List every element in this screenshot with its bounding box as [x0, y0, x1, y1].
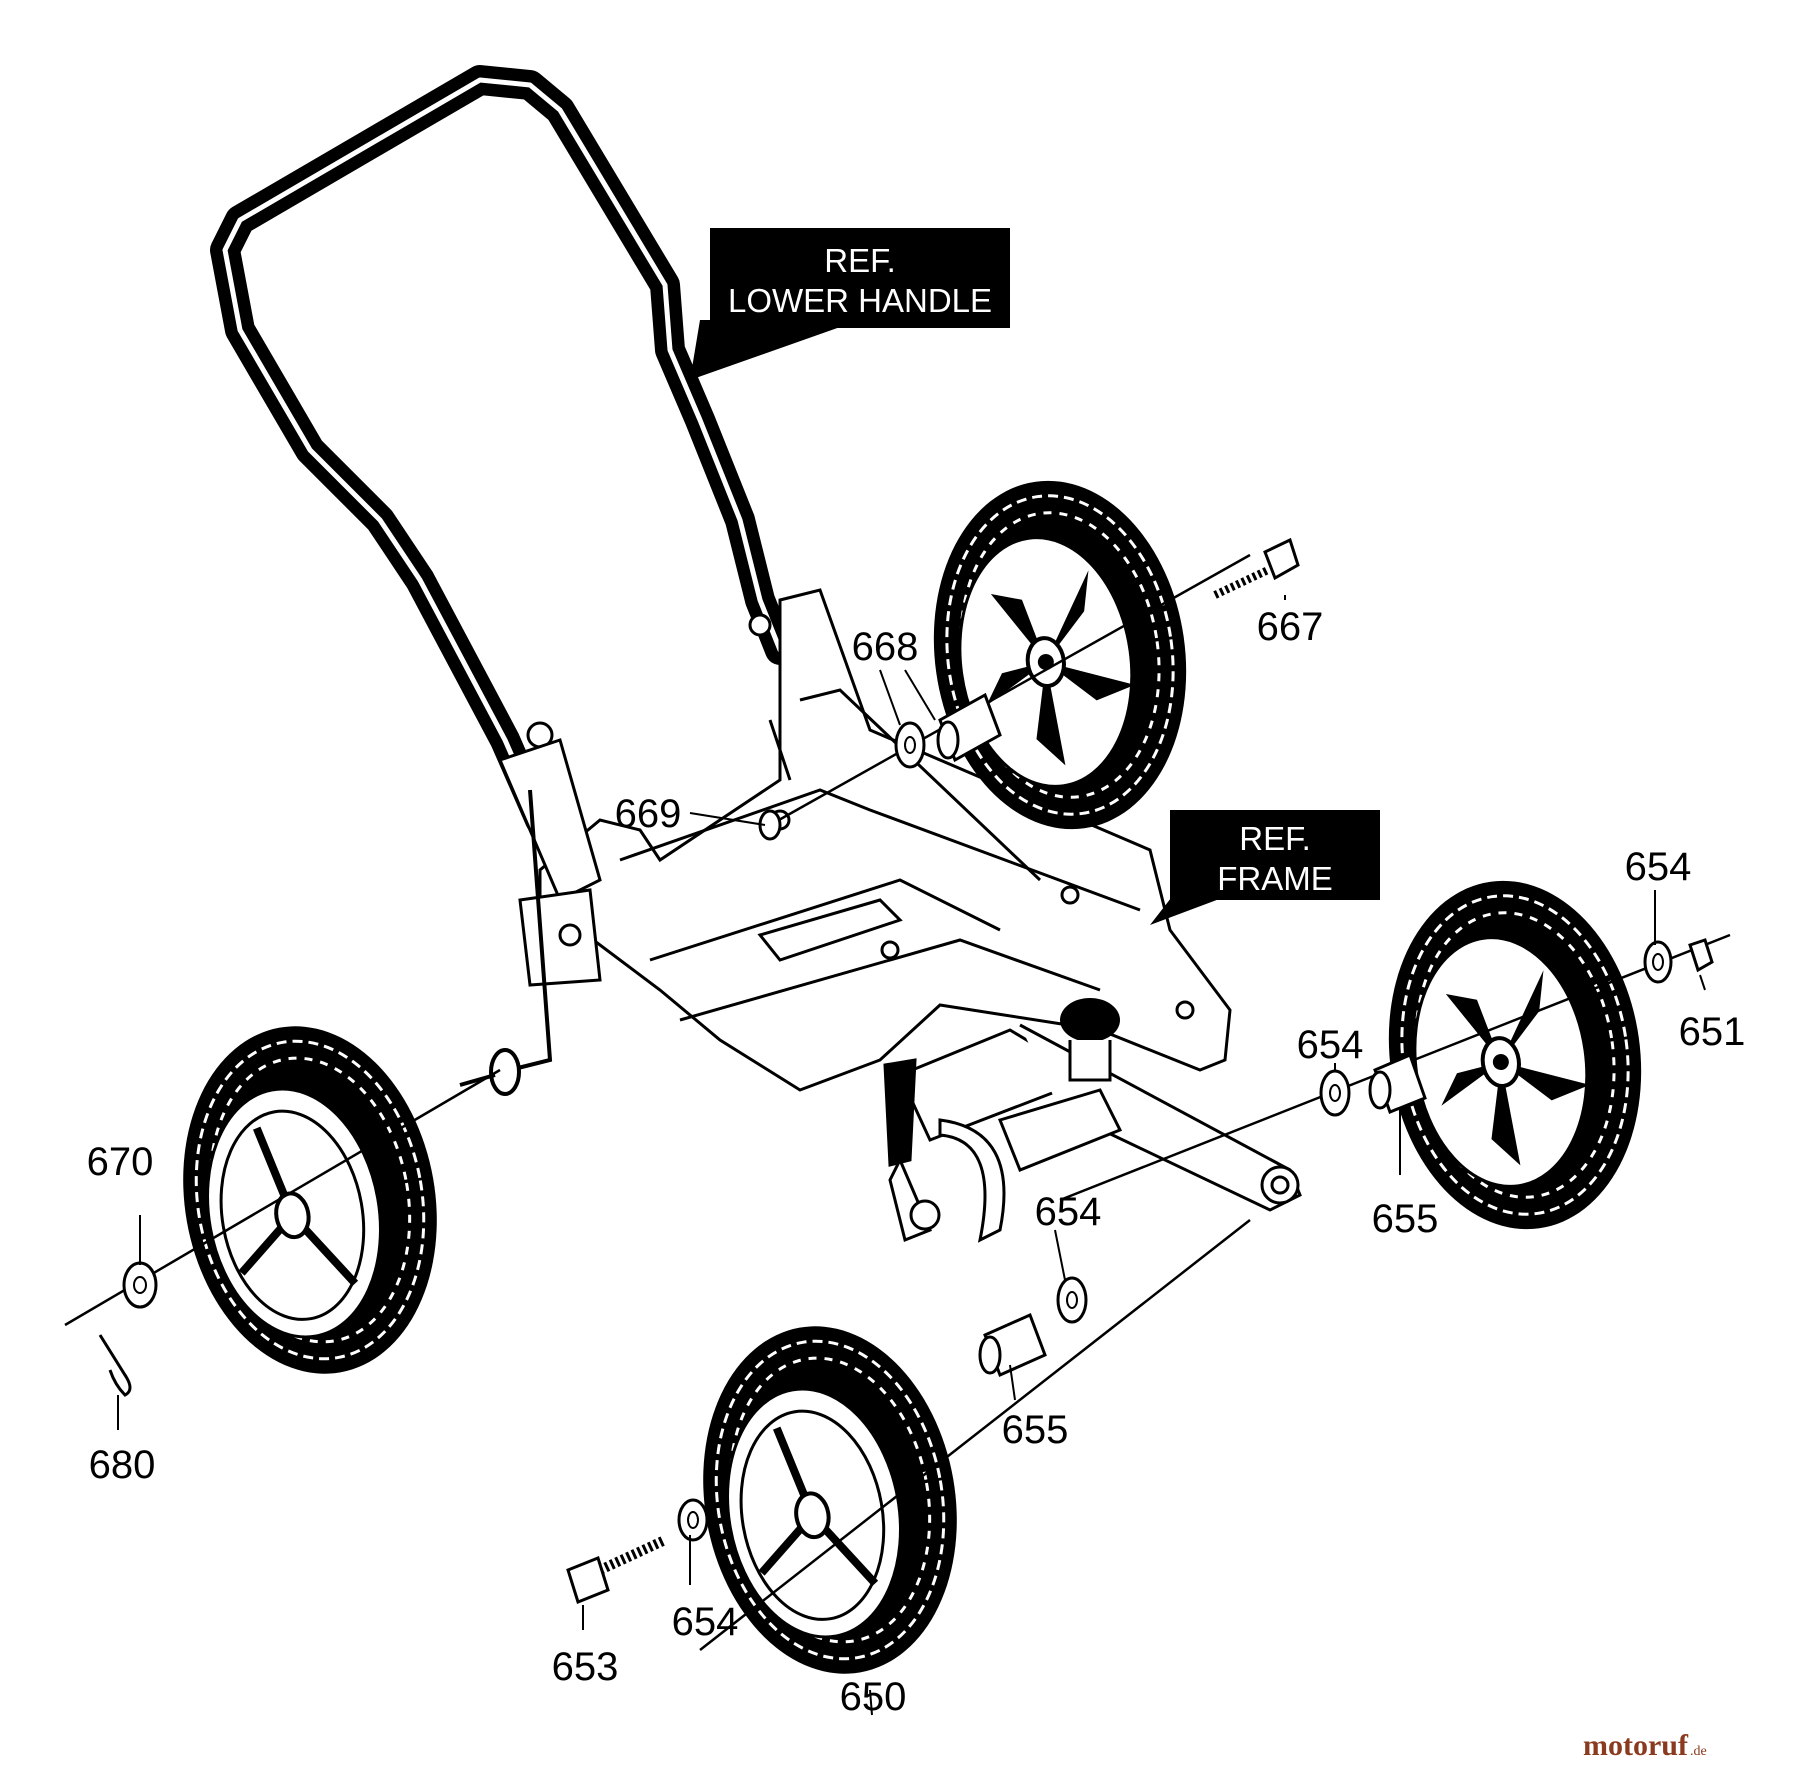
part-label-667: 667 [1257, 605, 1324, 649]
part-label-654-top: 654 [1625, 845, 1692, 889]
callout-frame-line2: FRAME [1217, 860, 1333, 897]
callout-lower-handle: REF. LOWER HANDLE [690, 228, 1010, 380]
part-number-labels: 667 668 669 654 651 654 655 654 670 680 … [87, 605, 1746, 1719]
part-label-668: 668 [852, 625, 919, 669]
part-label-651: 651 [1679, 1010, 1746, 1054]
part-label-654-mid: 654 [1297, 1023, 1364, 1067]
part-label-670: 670 [87, 1140, 154, 1184]
part-label-680: 680 [89, 1443, 156, 1487]
watermark-main: motoruf [1583, 1729, 1689, 1762]
part-label-669: 669 [615, 792, 682, 836]
hardware [64, 537, 1731, 1651]
part-label-655-right: 655 [1372, 1197, 1439, 1241]
height-adjuster [883, 1058, 1123, 1243]
callout-lower-handle-line1: REF. [824, 242, 896, 279]
watermark-suffix: .de [1690, 1744, 1707, 1759]
adjustment-knob [1060, 998, 1120, 1082]
watermark-logo: motoruf .de [1583, 1729, 1707, 1762]
callout-frame-line1: REF. [1239, 820, 1311, 857]
part-label-654-bottom: 654 [672, 1600, 739, 1644]
leader-lines [117, 595, 1706, 1716]
callout-lower-handle-line2: LOWER HANDLE [728, 282, 992, 319]
wheel-rear-left [157, 1006, 464, 1394]
lower-handle [210, 65, 807, 835]
part-label-654-center: 654 [1035, 1190, 1102, 1234]
callout-frame: REF. FRAME [1150, 810, 1380, 925]
part-label-650: 650 [840, 1675, 907, 1719]
part-label-653: 653 [552, 1645, 619, 1689]
part-label-655-front: 655 [1002, 1408, 1069, 1452]
